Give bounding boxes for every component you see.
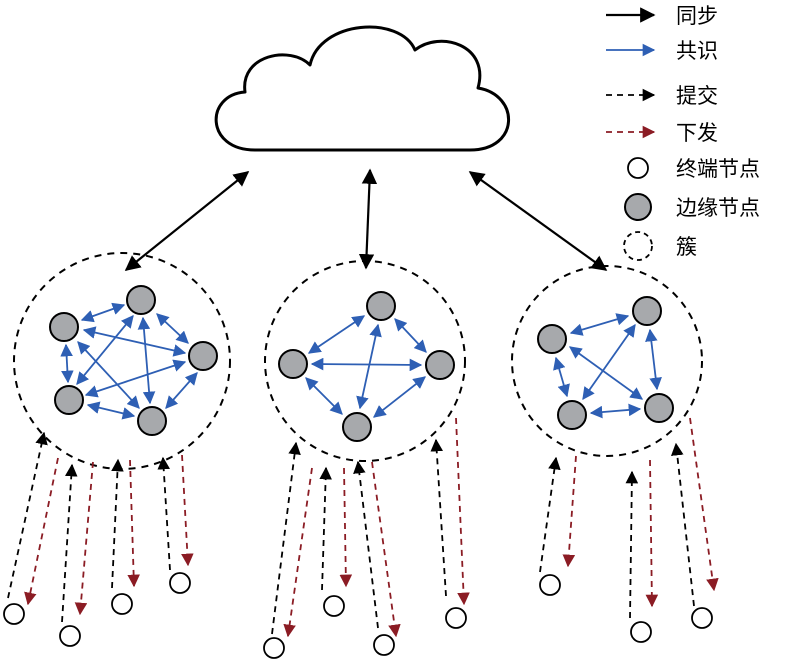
legend-item-edge-node: 边缘节点: [624, 193, 760, 221]
edge-node: [537, 324, 567, 354]
submit-links: [7, 431, 695, 635]
legend-item-consensus: 共识: [606, 39, 718, 63]
legend-label-submit: 提交: [676, 84, 718, 108]
terminal-node: [630, 621, 652, 643]
terminal-node: [323, 595, 345, 617]
edge-node: [342, 412, 372, 442]
terminal-node: [691, 607, 713, 629]
edge-node: [425, 350, 455, 380]
edge-nodes: [49, 285, 674, 442]
cluster-right: [511, 265, 703, 457]
edge-node: [49, 312, 79, 342]
legend-label-dispatch: 下发: [676, 121, 718, 145]
consensus-links: [60, 302, 662, 420]
terminal-node: [59, 625, 81, 647]
legend-item-dispatch: 下发: [606, 121, 718, 145]
terminal-node-icon: [627, 157, 649, 179]
legend-label-consensus: 共识: [676, 39, 718, 63]
terminal-node: [111, 593, 133, 615]
terminal-node: [373, 634, 395, 656]
terminal-node: [445, 607, 467, 629]
legend-item-terminal-node: 终端节点: [627, 157, 760, 181]
sync-link-right: [468, 171, 608, 271]
edge-node: [557, 400, 587, 430]
sync-link-left: [124, 171, 250, 271]
terminal-node: [539, 574, 561, 596]
terminal-node: [263, 637, 285, 659]
edge-node: [644, 393, 674, 423]
legend-label-cluster: 簇: [676, 235, 697, 259]
sync-links: [124, 168, 608, 271]
edge-node: [54, 385, 84, 415]
legend-label-terminal-node: 终端节点: [676, 157, 760, 181]
dispatch-links: [24, 417, 719, 638]
terminal-node: [169, 572, 191, 594]
edge-node-icon: [624, 193, 652, 221]
cloud-icon: [214, 25, 511, 152]
cluster-icon: [623, 231, 653, 261]
sync-link-middle: [358, 168, 378, 270]
legend-label-edge-node: 边缘节点: [676, 196, 760, 220]
legend: 同步 共识 提交 下发 终端节点 边缘节点 簇: [606, 4, 760, 261]
edge-node: [137, 406, 167, 436]
terminal-nodes: [3, 572, 713, 659]
edge-node: [632, 296, 662, 326]
legend-label-sync: 同步: [676, 4, 718, 28]
edge-node: [366, 291, 396, 321]
terminal-node: [3, 603, 25, 625]
legend-item-sync: 同步: [606, 4, 718, 28]
legend-item-submit: 提交: [606, 84, 718, 108]
legend-item-cluster: 簇: [623, 231, 697, 261]
edge-node: [126, 285, 156, 315]
edge-node: [278, 349, 308, 379]
edge-node: [188, 341, 218, 371]
